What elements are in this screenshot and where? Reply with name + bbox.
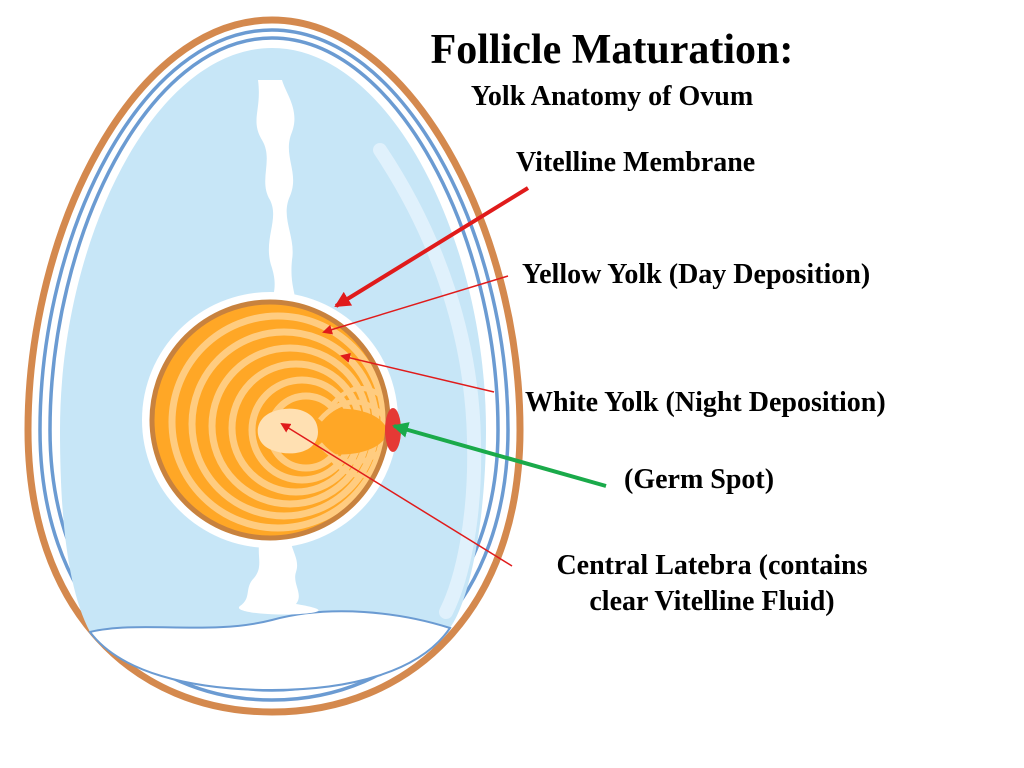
shell-membrane-outer <box>38 28 510 702</box>
diagram-title: Follicle Maturation: <box>430 27 794 73</box>
label-central-latebra: Central Latebra (contains clear Vitellin… <box>512 548 912 620</box>
chalaza-top <box>256 80 296 302</box>
chalaza-bottom <box>238 538 319 615</box>
label-central-latebra-line1: Central Latebra (contains <box>556 550 868 581</box>
arrow-white-yolk <box>340 352 495 393</box>
yolk-rings <box>168 312 388 532</box>
arrow-germ-spot <box>392 422 607 488</box>
label-yellow-yolk: Yellow Yolk (Day Deposition) <box>522 259 871 290</box>
latebra <box>257 408 318 454</box>
label-vitelline-membrane: Vitelline Membrane <box>516 147 756 178</box>
air-cell <box>88 610 452 692</box>
diagram-subtitle: Yolk Anatomy of Ovum <box>470 81 754 112</box>
germ-spot-icon <box>385 408 401 452</box>
label-white-yolk: White Yolk (Night Deposition) <box>525 387 886 418</box>
albumen-right-highlight <box>373 143 482 619</box>
arrow-yellow-yolk <box>322 275 509 335</box>
label-germ-spot: (Germ Spot) <box>624 464 775 495</box>
arrow-central-latebra <box>280 422 513 567</box>
label-central-latebra-line2: clear Vitelline Fluid) <box>589 586 835 617</box>
arrow-vitelline-membrane <box>334 186 530 308</box>
egg-cross-section-icon <box>24 16 524 716</box>
